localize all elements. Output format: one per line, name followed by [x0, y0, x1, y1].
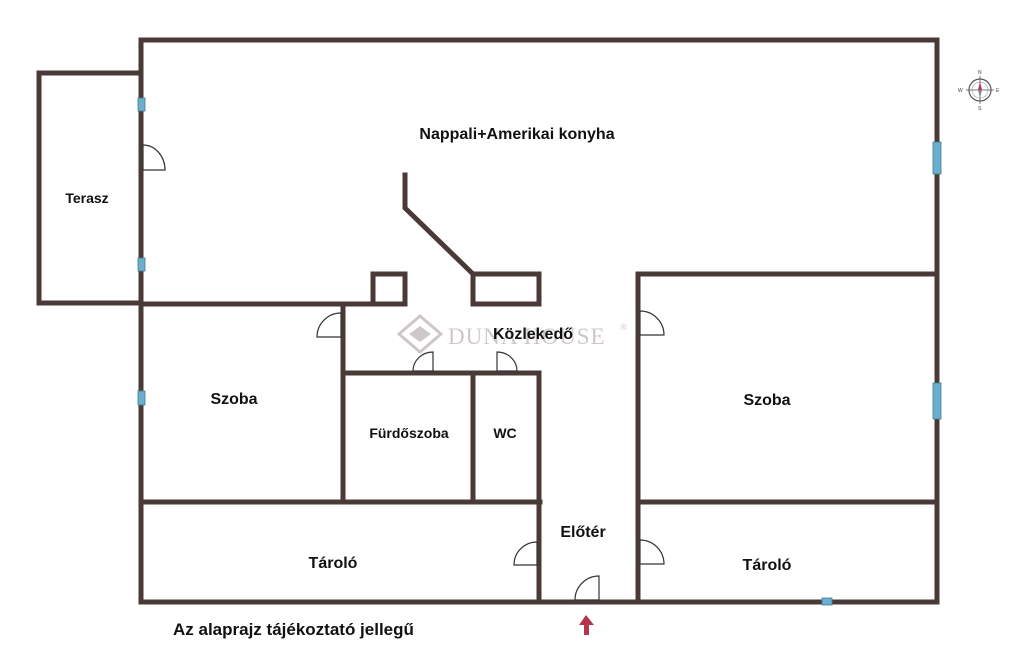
counter-right: [470, 271, 542, 307]
door-entrance: [574, 575, 600, 601]
door-bathroom: [412, 351, 434, 372]
door-wc: [496, 351, 518, 372]
door-left-room: [316, 312, 342, 338]
compass-icon: N S E W: [958, 70, 1000, 112]
column-left: [370, 271, 408, 307]
door-storage-left: [513, 541, 538, 566]
room-label-storage-left: Tároló: [309, 555, 358, 572]
watermark-logo-icon: [396, 314, 444, 354]
room-label-living: Nappali+Amerikai konyha: [419, 126, 614, 143]
window-right-bottom: [932, 382, 942, 420]
room-label-wc: WC: [493, 425, 516, 441]
watermark-mark: ®: [620, 322, 628, 332]
compass-east: E: [996, 88, 1000, 94]
watermark: DUNA HOUSE ®: [396, 314, 628, 354]
window-bottom: [821, 597, 833, 606]
room-label-storage-right: Tároló: [743, 557, 792, 574]
doors: [142, 144, 665, 601]
compass-north: N: [978, 70, 982, 76]
room-label-room-left: Szoba: [210, 391, 257, 408]
window-left-top: [137, 97, 146, 112]
room-label-terrace: Terasz: [65, 190, 108, 206]
entrance-arrow-icon: [579, 615, 594, 635]
window-right-top: [932, 141, 942, 175]
kitchen-partition: [402, 172, 477, 278]
terrace-outline: [36, 70, 144, 306]
watermark-text: DUNA HOUSE: [448, 324, 606, 349]
door-terrace: [142, 144, 166, 171]
compass-west: W: [958, 88, 963, 94]
window-left-middle: [137, 257, 146, 272]
room-label-corridor: Közlekedő: [493, 326, 573, 343]
window-left-bottom: [137, 390, 146, 406]
room-label-room-right: Szoba: [743, 392, 790, 409]
disclaimer-caption: Az alaprajz tájékoztató jellegű: [173, 620, 414, 639]
compass-south: S: [978, 106, 982, 112]
door-storage-right: [639, 539, 665, 565]
room-label-hall: Előtér: [560, 524, 605, 541]
door-right-room: [639, 310, 665, 336]
room-label-bathroom: Fürdőszoba: [369, 425, 449, 441]
windows: [137, 97, 942, 606]
walls: [36, 37, 940, 605]
